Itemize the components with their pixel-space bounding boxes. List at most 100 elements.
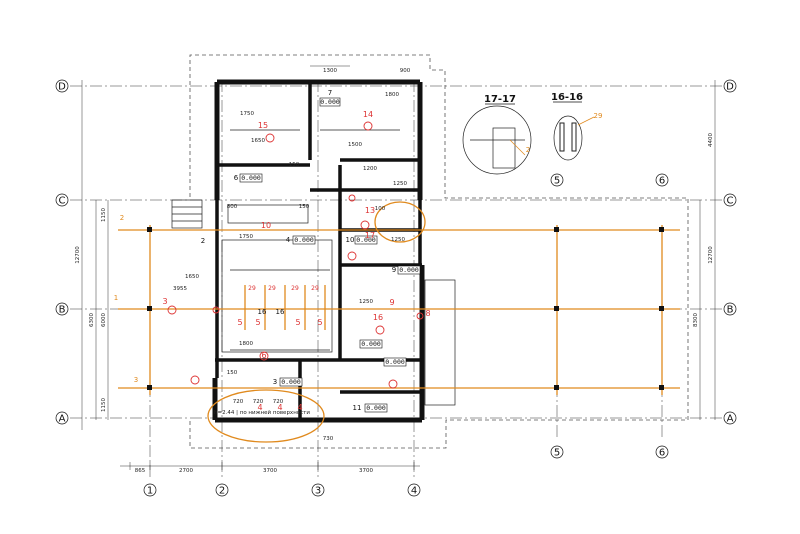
dim-int-12: 720	[233, 399, 244, 405]
riser-mark-3: 29	[311, 285, 319, 292]
red-mark-4c: 4	[297, 403, 302, 412]
red-mark-8: 8	[425, 309, 430, 318]
dim-int-18: 1200	[363, 166, 377, 172]
axis-label-4: 4	[411, 486, 417, 497]
interior-walls	[215, 82, 422, 420]
room-level-0: 0.000	[320, 98, 340, 106]
room-level-boxes	[239, 97, 421, 413]
column-nodes	[147, 227, 664, 390]
room-number-6: 6	[234, 174, 239, 182]
section-details	[462, 105, 595, 175]
dim-left-1: 6300	[89, 313, 95, 327]
dim-right-2: 8300	[693, 313, 699, 327]
roof-outline	[189, 54, 689, 449]
dim-int-6: 150	[299, 204, 310, 210]
dim-right-1: 12700	[708, 246, 714, 264]
room-level-8: 0.000	[385, 358, 405, 366]
dim-int-7: 1750	[239, 234, 253, 240]
dim-right-0: 4400	[708, 133, 714, 147]
axis-label-5-bottom: 5	[554, 448, 560, 459]
red-mark-13: 13	[365, 206, 375, 215]
dim-int-11: 1250	[359, 299, 373, 305]
dim-int-14: 720	[273, 399, 284, 405]
dim-bottom-0: 865	[135, 468, 146, 474]
room-number-11: 11	[353, 404, 362, 412]
axis-label-5-top: 5	[554, 176, 560, 187]
axis-label-c-right: C	[727, 196, 734, 207]
orange-mark-2: 2	[120, 214, 124, 222]
red-mark-5b: 5	[255, 318, 260, 327]
red-mark-6: 6	[261, 351, 266, 360]
riser-mark-2: 29	[291, 285, 299, 292]
red-mark-14: 14	[363, 110, 373, 119]
red-mark-4a: 4	[257, 403, 262, 412]
annotation-note: h=2.44 | по нижней поверхности	[214, 409, 310, 416]
dim-int-13: 720	[253, 399, 264, 405]
dim-int-2: 150	[289, 162, 300, 168]
axis-label-b-right: B	[727, 305, 734, 316]
dim-int-20: 1500	[348, 142, 362, 148]
orange-mark-29: 29	[594, 112, 603, 120]
riser-mark-1: 29	[268, 285, 276, 292]
room-number-2: 2	[201, 237, 205, 245]
orange-mark-2-detail: 2	[526, 146, 530, 154]
axis-label-3: 3	[315, 486, 321, 497]
red-mark-15: 15	[258, 121, 268, 130]
dim-int-17: 100	[375, 206, 386, 212]
axis-label-6-bottom: 6	[659, 448, 665, 459]
room-level-1: 0.000	[241, 174, 261, 182]
room-number-9: 9	[392, 266, 396, 274]
room-level-7: 0.000	[366, 404, 386, 412]
axis-label-b-left: B	[59, 305, 66, 316]
dim-left-3: 1150	[101, 208, 107, 222]
room-level-3: 0.000	[356, 236, 376, 244]
red-mark-5a: 5	[237, 318, 242, 327]
room-level-4: 0.000	[399, 266, 419, 274]
red-mark-17: 17	[365, 231, 375, 240]
beams	[118, 201, 680, 443]
dim-left-2: 6000	[101, 313, 107, 327]
dim-int-8: 1650	[185, 274, 199, 280]
thin-partitions	[171, 129, 456, 406]
room-level-6: 0.000	[281, 378, 301, 386]
red-mark-5d: 5	[317, 318, 322, 327]
dimension-lines	[81, 65, 716, 470]
room-number-10: 10	[346, 236, 355, 244]
axis-label-6-top: 6	[659, 176, 665, 187]
room-number-7: 7	[328, 89, 332, 97]
dim-bottom-1: 2700	[179, 468, 193, 474]
axis-label-d-right: D	[726, 82, 734, 93]
red-mark-16: 16	[373, 313, 383, 322]
dim-left-4: 1150	[101, 398, 107, 412]
orange-mark-1: 1	[114, 294, 118, 302]
dim-left-0: 12700	[75, 246, 81, 264]
dim-int-10: 1800	[239, 341, 253, 347]
dim-int-9: 3955	[173, 286, 187, 292]
red-mark-9: 9	[389, 298, 394, 307]
red-mark-4b: 4	[277, 403, 282, 412]
dim-int-1: 1650	[251, 138, 265, 144]
room-number-4: 4	[286, 236, 291, 244]
dim-int-5: 800	[227, 204, 238, 210]
dim-int-15: 730	[323, 436, 334, 442]
axis-label-a-right: A	[727, 414, 734, 425]
riser-mark-0: 29	[248, 285, 256, 292]
axis-label-a-left: A	[59, 414, 66, 425]
red-symbols	[167, 121, 424, 389]
dim-int-0: 1750	[240, 111, 254, 117]
axis-label-d-left: D	[58, 82, 66, 93]
red-mark-10: 10	[261, 221, 271, 230]
axis-label-1: 1	[147, 486, 153, 497]
section-title-16: 16-16	[551, 92, 583, 103]
room-level-5: 0.000	[361, 340, 381, 348]
dim-int-19: 1250	[391, 237, 405, 243]
dim-int-3: 1800	[385, 92, 399, 98]
dim-bottom-2: 3700	[263, 468, 277, 474]
axis-label-c-left: C	[59, 196, 66, 207]
red-mark-5c: 5	[295, 318, 300, 327]
dim-int-4: 1250	[393, 181, 407, 187]
room-level-2: 0.000	[294, 236, 314, 244]
room-number-3: 3	[273, 378, 277, 386]
axis-label-2: 2	[219, 486, 225, 497]
